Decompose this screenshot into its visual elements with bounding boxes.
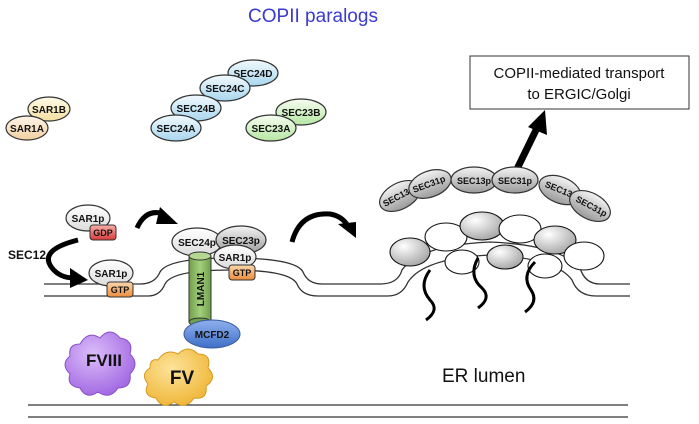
gtp-label-membrane: GTP bbox=[111, 285, 130, 295]
sar1p-gdp-complex: SAR1p GDP bbox=[65, 204, 117, 241]
sec23p-label: SEC23p bbox=[222, 236, 260, 247]
diagram-title: COPII paralogs bbox=[248, 6, 378, 27]
paralog-sar1a-label: SAR1A bbox=[10, 124, 44, 135]
transport-arrow bbox=[513, 110, 547, 171]
cargo-stalks bbox=[422, 257, 537, 322]
lman1-receptor: LMAN1 bbox=[188, 251, 212, 327]
lumen-boundary bbox=[28, 404, 628, 418]
paralog-sec23b-label: SEC23B bbox=[282, 108, 321, 119]
sar1p-membrane-label: SAR1p bbox=[95, 269, 128, 280]
transport-box: COPII-mediated transport to ERGIC/Golgi bbox=[469, 55, 690, 110]
mcfd2-cofactor: MCFD2 bbox=[183, 319, 241, 349]
outer-coat-middle: SEC13p SEC31p bbox=[450, 166, 539, 194]
gtp-label-coat: GTP bbox=[233, 268, 252, 278]
paralog-sec24c-label: SEC24C bbox=[206, 84, 245, 95]
outer-coat-right: SEC13p SEC31p bbox=[538, 174, 611, 223]
paralog-sar1b-label: SAR1B bbox=[32, 105, 66, 116]
paralog-sec24c: SEC24C bbox=[199, 74, 251, 102]
paralog-sec23a-label: SEC23A bbox=[252, 124, 291, 135]
sec12-label: SEC12 bbox=[8, 248, 46, 262]
sec24p-label: SEC24p bbox=[178, 238, 216, 249]
inner-coat-complex: SEC24p SEC23p SAR1p GTP bbox=[171, 225, 267, 281]
sar1p-gtp-membrane: SAR1p GTP bbox=[88, 259, 134, 298]
lman1-label: LMAN1 bbox=[196, 271, 207, 306]
recruitment-arrow bbox=[134, 207, 178, 230]
coat-cage bbox=[389, 211, 605, 279]
er-lumen-label: ER lumen bbox=[442, 366, 525, 387]
mcfd2-label: MCFD2 bbox=[195, 330, 230, 341]
transport-box-line1: COPII-mediated transport bbox=[494, 65, 666, 82]
paralog-sar1a: SAR1A bbox=[5, 115, 49, 141]
outer-sec31p-middle: SEC31p bbox=[498, 176, 533, 186]
outer-coat-left: SEC13p SEC31p bbox=[379, 169, 452, 213]
transport-box-line2: to ERGIC/Golgi bbox=[527, 86, 630, 103]
fv-label: FV bbox=[170, 368, 195, 389]
budding-arrow bbox=[289, 211, 356, 243]
paralog-sec23a: SEC23A bbox=[245, 114, 297, 142]
paralog-sec24d-label: SEC24D bbox=[234, 69, 273, 80]
fv-cargo: FV bbox=[144, 348, 213, 406]
paralog-sec24a-label: SEC24A bbox=[157, 124, 196, 135]
fviii-label: FVIII bbox=[86, 351, 122, 370]
gef-exchange-arrow bbox=[45, 237, 88, 288]
paralog-sar1b: SAR1B bbox=[27, 96, 71, 122]
paralog-sec24b-label: SEC24B bbox=[177, 104, 216, 115]
outer-sec13p-middle: SEC13p bbox=[457, 176, 492, 186]
gdp-label: GDP bbox=[93, 228, 113, 238]
paralog-sec24a: SEC24A bbox=[150, 114, 202, 142]
sar1p-gdp-protein-label: SAR1p bbox=[72, 214, 105, 225]
fviii-cargo: FVIII bbox=[64, 331, 136, 396]
sar1p-coat-label: SAR1p bbox=[219, 253, 252, 264]
